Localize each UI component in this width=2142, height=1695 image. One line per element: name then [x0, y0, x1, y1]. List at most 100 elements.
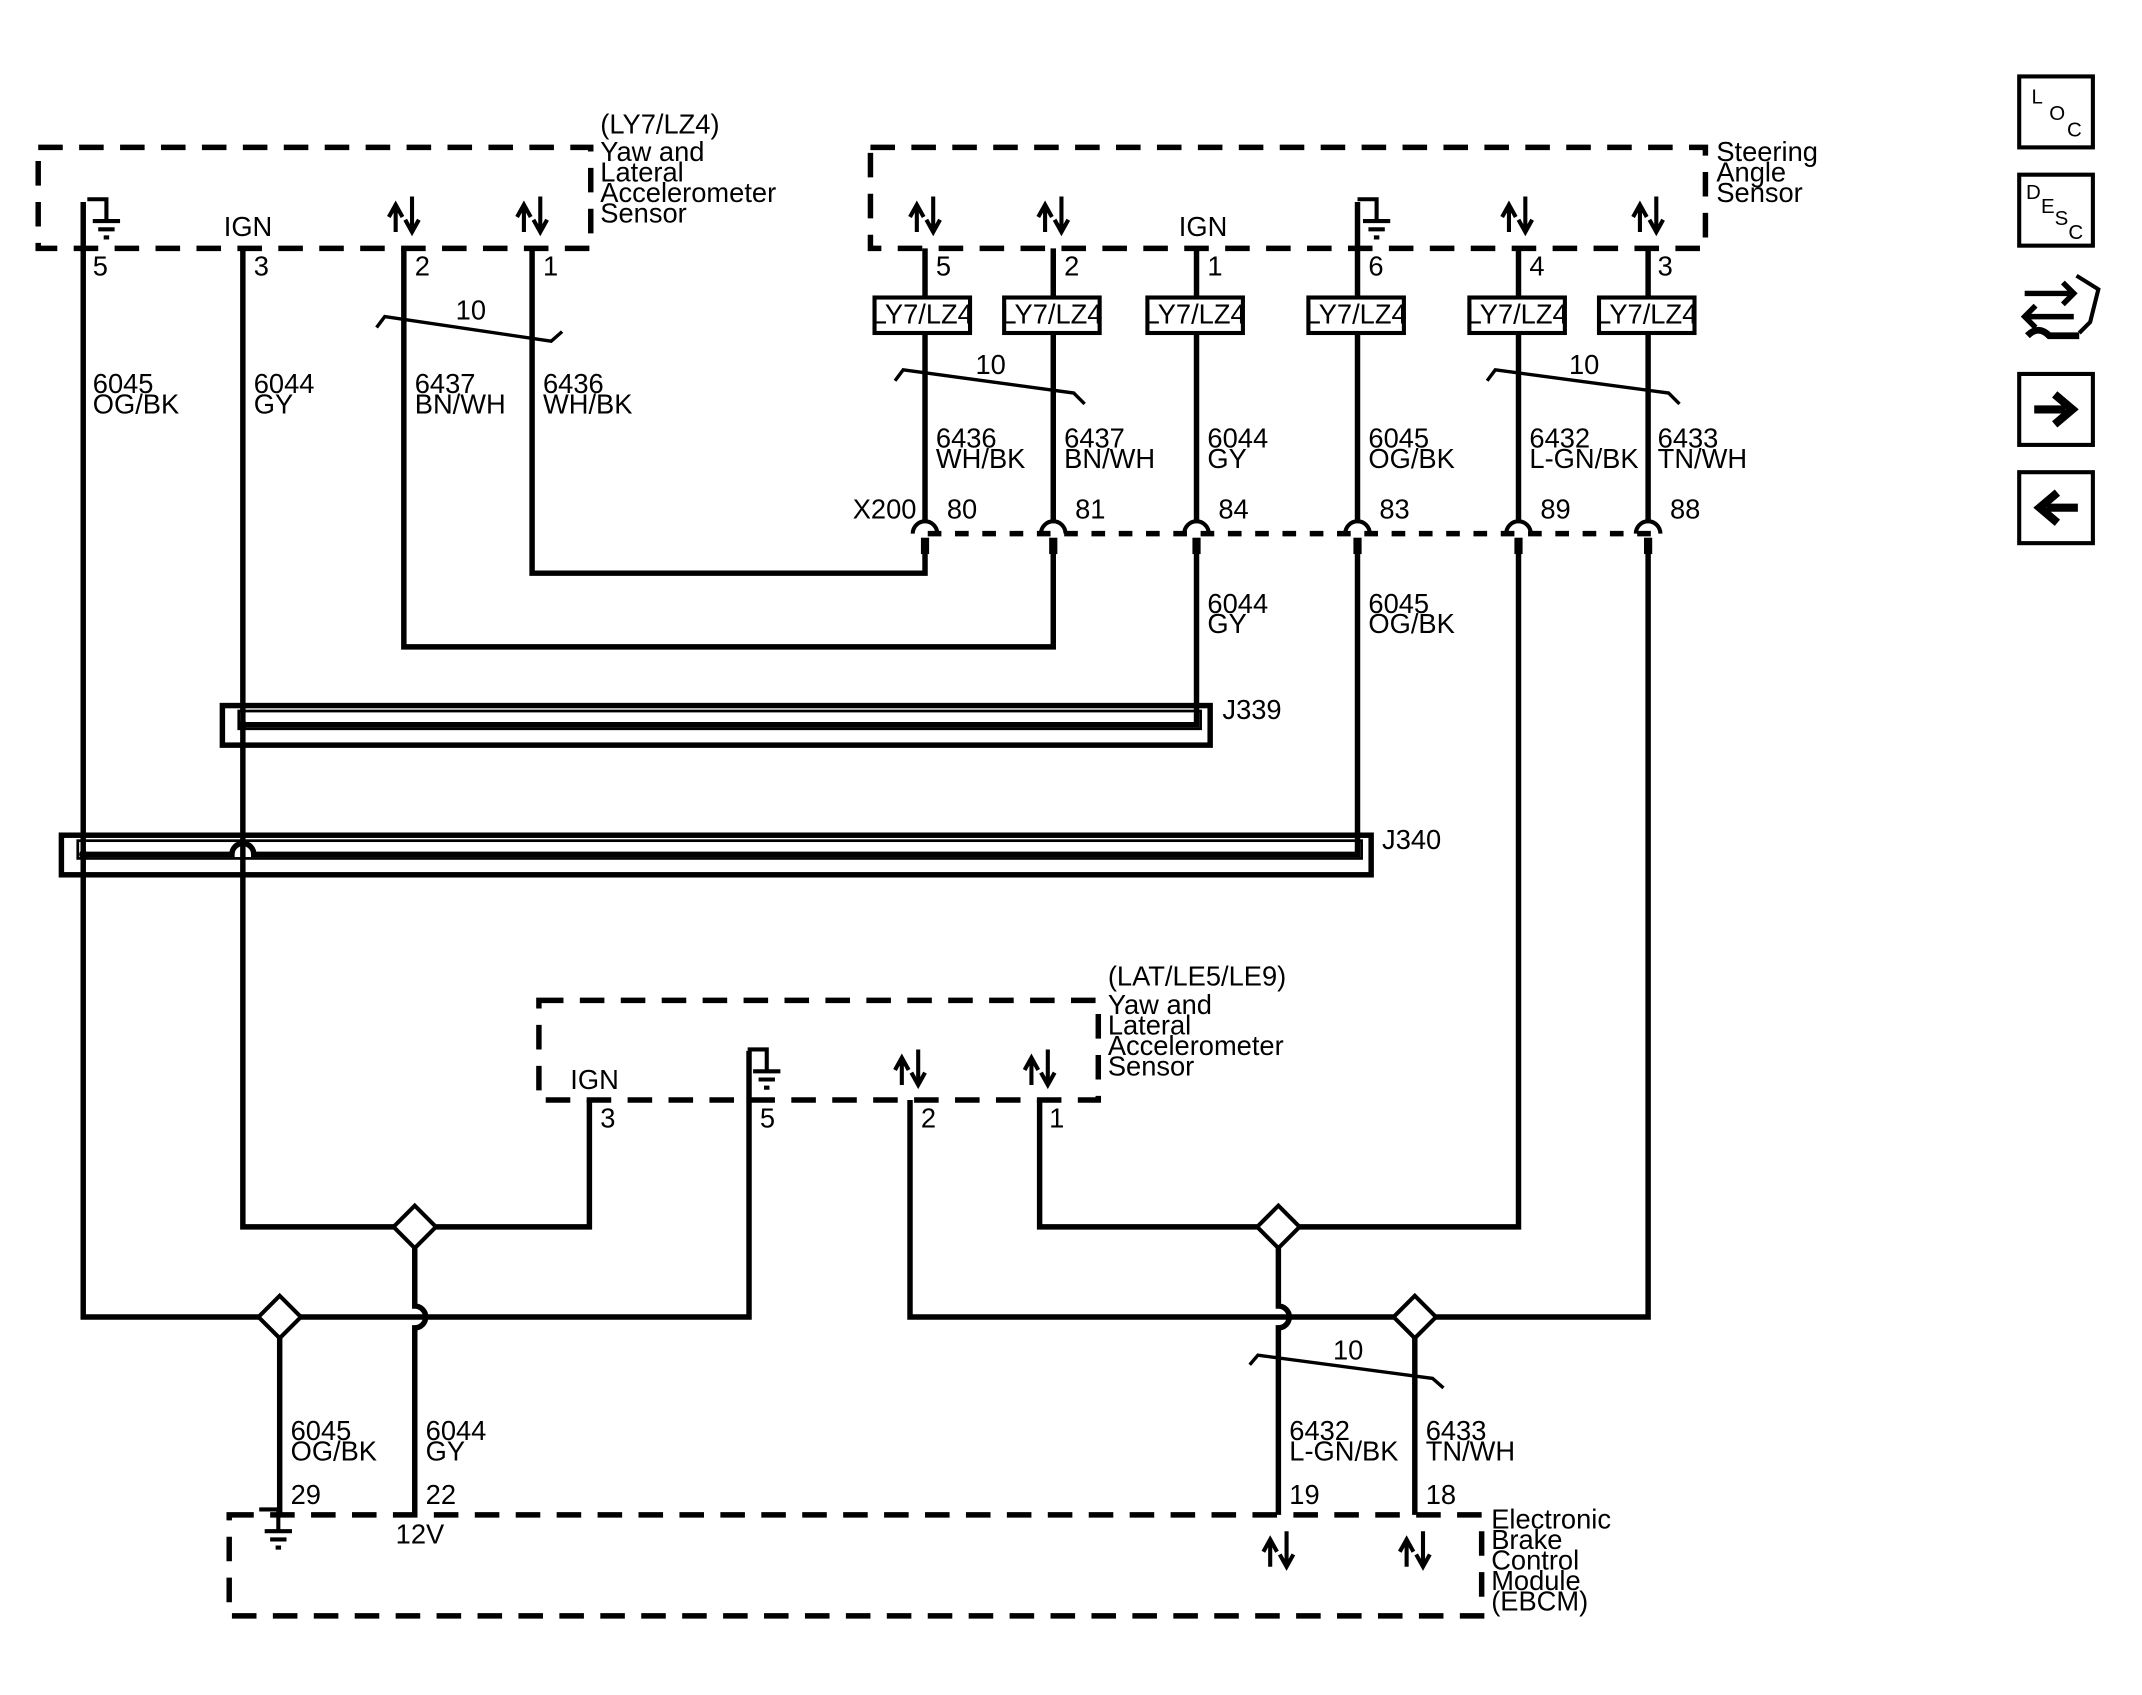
- svg-text:LY7/LZ4: LY7/LZ4: [872, 298, 973, 329]
- connector-view-icon[interactable]: [2019, 267, 2102, 350]
- wire-6044-ebcm: [412, 1226, 429, 1515]
- wire-6433-down: [907, 551, 1651, 1320]
- twisted-pair-marker: [1485, 368, 1681, 406]
- j340-label: J340: [1382, 824, 1441, 855]
- twisted-pair-marker: [1248, 1353, 1445, 1390]
- x200-pin-81: [1041, 521, 1066, 554]
- twisted-pair-marker: [375, 314, 564, 343]
- pin-label: 81: [1075, 494, 1105, 525]
- svg-text:E: E: [2041, 195, 2055, 218]
- ground-symbol-yaw2: [748, 1049, 781, 1087]
- yaw-sensor-2-option: (LAT/LE5/LE9): [1108, 960, 1286, 991]
- pin-label: 2: [415, 251, 430, 282]
- splice-pack-j339: [219, 702, 1213, 748]
- x200-pin-80: [913, 521, 938, 554]
- pin-label: 5: [760, 1102, 775, 1133]
- twist-label: 10: [1569, 349, 1599, 380]
- svg-text:D: D: [2026, 181, 2041, 204]
- option-tag: LY7/LZ4: [1467, 295, 1568, 336]
- pin-label: 1: [1049, 1102, 1064, 1133]
- pin-label: 22: [426, 1479, 456, 1510]
- bidirectional-arrow-icon: [1400, 1531, 1430, 1566]
- ebcm-label: Electronic Brake Control Module (EBCM): [1491, 1503, 1618, 1616]
- svg-text:O: O: [2049, 102, 2065, 125]
- splice-diamond: [1394, 1296, 1436, 1338]
- splice-diamond: [394, 1206, 436, 1248]
- splice-diamond: [258, 1296, 300, 1338]
- j339-label: J339: [1222, 694, 1281, 725]
- svg-text:L: L: [2031, 86, 2042, 109]
- next-page-button[interactable]: [2017, 371, 2095, 447]
- bidirectional-arrow-icon: [517, 197, 547, 232]
- pin-label: 1: [1207, 251, 1222, 282]
- ebcm-12v-label: 12V: [396, 1519, 445, 1550]
- splice-diamond: [1257, 1206, 1299, 1248]
- bidirectional-arrow-icon: [1502, 197, 1532, 232]
- ebcm-box: [226, 1512, 1485, 1619]
- twist-label: 10: [1333, 1334, 1363, 1365]
- pin-label: 19: [1289, 1479, 1319, 1510]
- x200-pin-89: [1506, 521, 1531, 554]
- svg-text:LY7/LZ4: LY7/LZ4: [1306, 298, 1407, 329]
- arrow-left-icon: [2033, 489, 2078, 526]
- twist-label: 10: [975, 349, 1005, 380]
- x200-pin-83: [1345, 521, 1370, 554]
- wire-6045-to-j340: [83, 551, 1361, 858]
- wire-6045-yaw1: [80, 201, 752, 1320]
- wire-6432-ebcm: [1275, 1226, 1292, 1515]
- svg-text:LY7/LZ4: LY7/LZ4: [1001, 298, 1102, 329]
- yaw1-ign-label: IGN: [224, 211, 273, 242]
- pin-label: 3: [254, 251, 269, 282]
- svg-text:LY7/LZ4: LY7/LZ4: [1467, 298, 1568, 329]
- x200-pin-88: [1636, 521, 1661, 554]
- pin-label: 89: [1540, 494, 1570, 525]
- svg-text:S: S: [2055, 207, 2069, 230]
- splice-dot: [238, 720, 247, 729]
- svg-text:LY7/LZ4: LY7/LZ4: [1145, 298, 1246, 329]
- splice-dot: [79, 850, 88, 859]
- yaw-sensor-2-label: Yaw and Lateral Accelerometer Sensor: [1108, 989, 1291, 1081]
- option-tag: LY7/LZ4: [1145, 295, 1246, 336]
- svg-text:C: C: [2067, 118, 2082, 141]
- yaw-sensor-2-box: [536, 997, 1102, 1103]
- previous-page-button[interactable]: [2017, 470, 2095, 546]
- wire-6432-down: [1036, 551, 1522, 1230]
- pin-label: 83: [1379, 494, 1409, 525]
- bidirectional-arrow-icon: [910, 197, 940, 232]
- yaw-sensor-1-box: [35, 144, 594, 252]
- wire-6436-yaw1: [529, 248, 928, 576]
- yaw-sensor-1-label: Yaw and Lateral Accelerometer Sensor: [600, 136, 783, 228]
- bidirectional-arrow-icon: [1633, 197, 1663, 232]
- wire-6044-to-j339: [242, 551, 1200, 728]
- bidirectional-arrow-icon: [895, 1049, 925, 1084]
- yaw2-ign-label: IGN: [570, 1064, 619, 1095]
- pin-label: 6: [1368, 251, 1383, 282]
- pin-label: 2: [921, 1102, 936, 1133]
- desc-button[interactable]: D E S C: [2017, 172, 2095, 248]
- bidirectional-arrow-icon: [1025, 1049, 1055, 1084]
- bidirectional-arrow-icon: [389, 197, 419, 232]
- pin-label: 4: [1529, 251, 1544, 282]
- option-tag: LY7/LZ4: [1001, 295, 1102, 336]
- ground-symbol-sas: [1358, 199, 1391, 237]
- arrow-right-icon: [2034, 391, 2079, 428]
- steering-angle-sensor-label: Steering Angle Sensor: [1716, 136, 1825, 208]
- x200-pin-84: [1184, 521, 1209, 554]
- pin-label: 29: [291, 1479, 321, 1510]
- splice-pack-j340: [58, 832, 1374, 878]
- loc-button[interactable]: L O C: [2017, 74, 2095, 150]
- wire-6437-yaw1: [401, 248, 1056, 650]
